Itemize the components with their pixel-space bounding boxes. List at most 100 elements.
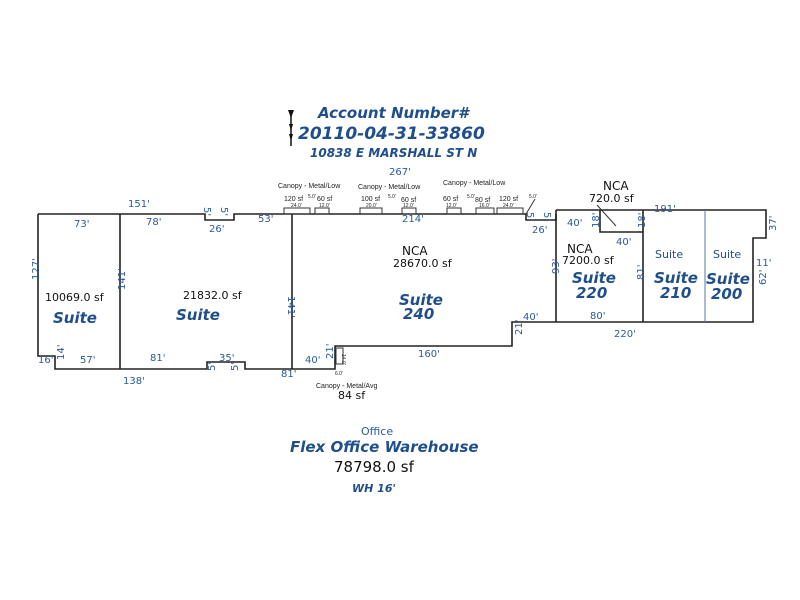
svg-text:12.0': 12.0' [403, 203, 414, 209]
svg-text:191': 191' [654, 204, 676, 215]
svg-text:40': 40' [523, 312, 538, 323]
svg-text:Canopy - Metal/Low: Canopy - Metal/Low [443, 180, 506, 187]
svg-text:26': 26' [532, 225, 547, 236]
svg-text:81': 81' [281, 369, 296, 380]
svg-text:40': 40' [616, 237, 631, 248]
svg-text:18': 18' [591, 213, 602, 228]
svg-text:21': 21' [514, 320, 525, 335]
svg-text:16.0': 16.0' [479, 203, 490, 209]
suite-240: NCA 28670.0 sf Suite 240 [393, 244, 453, 323]
svg-text:Canopy - Metal/Low: Canopy - Metal/Low [358, 184, 421, 191]
svg-text:160': 160' [418, 349, 440, 360]
svg-text:40': 40' [305, 355, 320, 366]
svg-text:12.0': 12.0' [319, 203, 330, 209]
svg-text:26': 26' [209, 224, 224, 235]
svg-text:120 sf: 120 sf [499, 196, 518, 203]
building-type: Flex Office Warehouse [290, 438, 479, 456]
svg-text:73': 73' [74, 219, 89, 230]
svg-text:151': 151' [128, 199, 150, 210]
svg-text:28670.0 sf: 28670.0 sf [393, 257, 453, 270]
svg-text:21832.0 sf: 21832.0 sf [183, 289, 243, 302]
suite-mid: 21832.0 sf Suite [176, 289, 243, 324]
svg-text:7200.0 sf: 7200.0 sf [562, 254, 615, 267]
svg-text:Suite: Suite [706, 270, 750, 288]
svg-text:80 sf: 80 sf [475, 197, 490, 204]
suite-200: Suite Suite 200 [706, 248, 750, 303]
svg-text:5.0': 5.0' [308, 194, 316, 200]
svg-text:220': 220' [614, 329, 636, 340]
svg-text:141': 141' [117, 268, 128, 290]
nca-small: NCA 720.0 sf [589, 179, 635, 227]
svg-text:5': 5' [207, 362, 218, 371]
svg-text:NCA: NCA [402, 244, 428, 258]
svg-text:Suite: Suite [655, 248, 683, 261]
svg-text:24.0': 24.0' [503, 203, 514, 209]
svg-text:5.0': 5.0' [529, 194, 537, 200]
svg-text:20.0': 20.0' [366, 203, 377, 209]
svg-text:720.0 sf: 720.0 sf [589, 192, 635, 205]
wall-height: WH 16' [352, 482, 396, 495]
svg-text:5.0': 5.0' [467, 194, 475, 200]
canopy-group-3: Canopy - Metal/Low 60 sf 12.0' 5.0' 80 s… [443, 180, 537, 215]
account-label: Account Number# [317, 104, 470, 122]
svg-text:Suite: Suite [176, 306, 220, 324]
canopy-group-2: Canopy - Metal/Low 100 sf 20.0' 5.0' 60 … [358, 184, 421, 215]
svg-text:138': 138' [123, 376, 145, 387]
svg-text:210: 210 [660, 284, 691, 302]
svg-text:53': 53' [258, 214, 273, 225]
svg-text:60 sf: 60 sf [401, 197, 416, 204]
svg-text:Canopy - Metal/Low: Canopy - Metal/Low [278, 183, 341, 190]
svg-text:NCA: NCA [567, 242, 593, 256]
account-number: 20110-04-31-33860 [298, 124, 485, 144]
canopy-group-4: 14.0' 6.0' Canopy - Metal/Avg 84 sf [316, 354, 377, 402]
svg-text:84 sf: 84 sf [338, 389, 366, 402]
svg-text:81': 81' [636, 265, 647, 280]
svg-text:5': 5' [524, 212, 535, 221]
svg-text:Suite: Suite [654, 269, 698, 287]
svg-text:5': 5' [230, 362, 241, 371]
suite-west: 10069.0 sf Suite [45, 291, 105, 327]
svg-text:62': 62' [758, 270, 769, 285]
svg-text:100 sf: 100 sf [361, 196, 380, 203]
svg-text:200: 200 [711, 285, 742, 303]
svg-text:35': 35' [219, 353, 234, 364]
svg-text:Suite: Suite [53, 309, 97, 327]
canopy-group-1: Canopy - Metal/Low 120 sf 24.0' 5.0' 60 … [278, 183, 341, 215]
svg-text:5.0': 5.0' [388, 194, 396, 200]
svg-text:18': 18' [637, 213, 648, 228]
svg-text:80': 80' [590, 311, 605, 322]
building-category: Office [361, 425, 393, 438]
svg-text:12.0': 12.0' [446, 203, 457, 209]
svg-text:14.0': 14.0' [340, 354, 346, 365]
svg-text:93': 93' [551, 259, 562, 274]
svg-text:214': 214' [402, 214, 424, 225]
svg-text:37': 37' [768, 216, 779, 231]
svg-text:141': 141' [285, 296, 296, 318]
svg-text:14': 14' [56, 345, 67, 360]
svg-text:Suite: Suite [399, 291, 443, 309]
svg-text:Suite: Suite [572, 269, 616, 287]
svg-text:Canopy - Metal/Avg: Canopy - Metal/Avg [316, 383, 377, 390]
svg-text:78': 78' [146, 217, 161, 228]
svg-text:57': 57' [80, 355, 95, 366]
svg-text:60 sf: 60 sf [443, 196, 458, 203]
svg-text:5': 5' [541, 212, 552, 221]
svg-text:5': 5' [201, 207, 212, 216]
svg-text:127': 127' [31, 258, 42, 280]
north-arrow-icon [288, 110, 294, 146]
svg-text:5': 5' [218, 207, 229, 216]
svg-text:16': 16' [38, 355, 53, 366]
svg-text:24.0': 24.0' [291, 203, 302, 209]
svg-text:11': 11' [756, 258, 771, 269]
total-area: 78798.0 sf [334, 458, 415, 476]
svg-text:Suite: Suite [713, 248, 741, 261]
suite-220: NCA 7200.0 sf Suite 220 [562, 242, 616, 302]
svg-text:120 sf: 120 sf [284, 196, 303, 203]
address: 10838 E MARSHALL ST N [310, 146, 477, 160]
svg-text:6.0': 6.0' [335, 371, 343, 377]
svg-text:10069.0 sf: 10069.0 sf [45, 291, 105, 304]
svg-text:40': 40' [567, 218, 582, 229]
svg-text:81': 81' [150, 353, 165, 364]
svg-text:NCA: NCA [603, 179, 629, 193]
